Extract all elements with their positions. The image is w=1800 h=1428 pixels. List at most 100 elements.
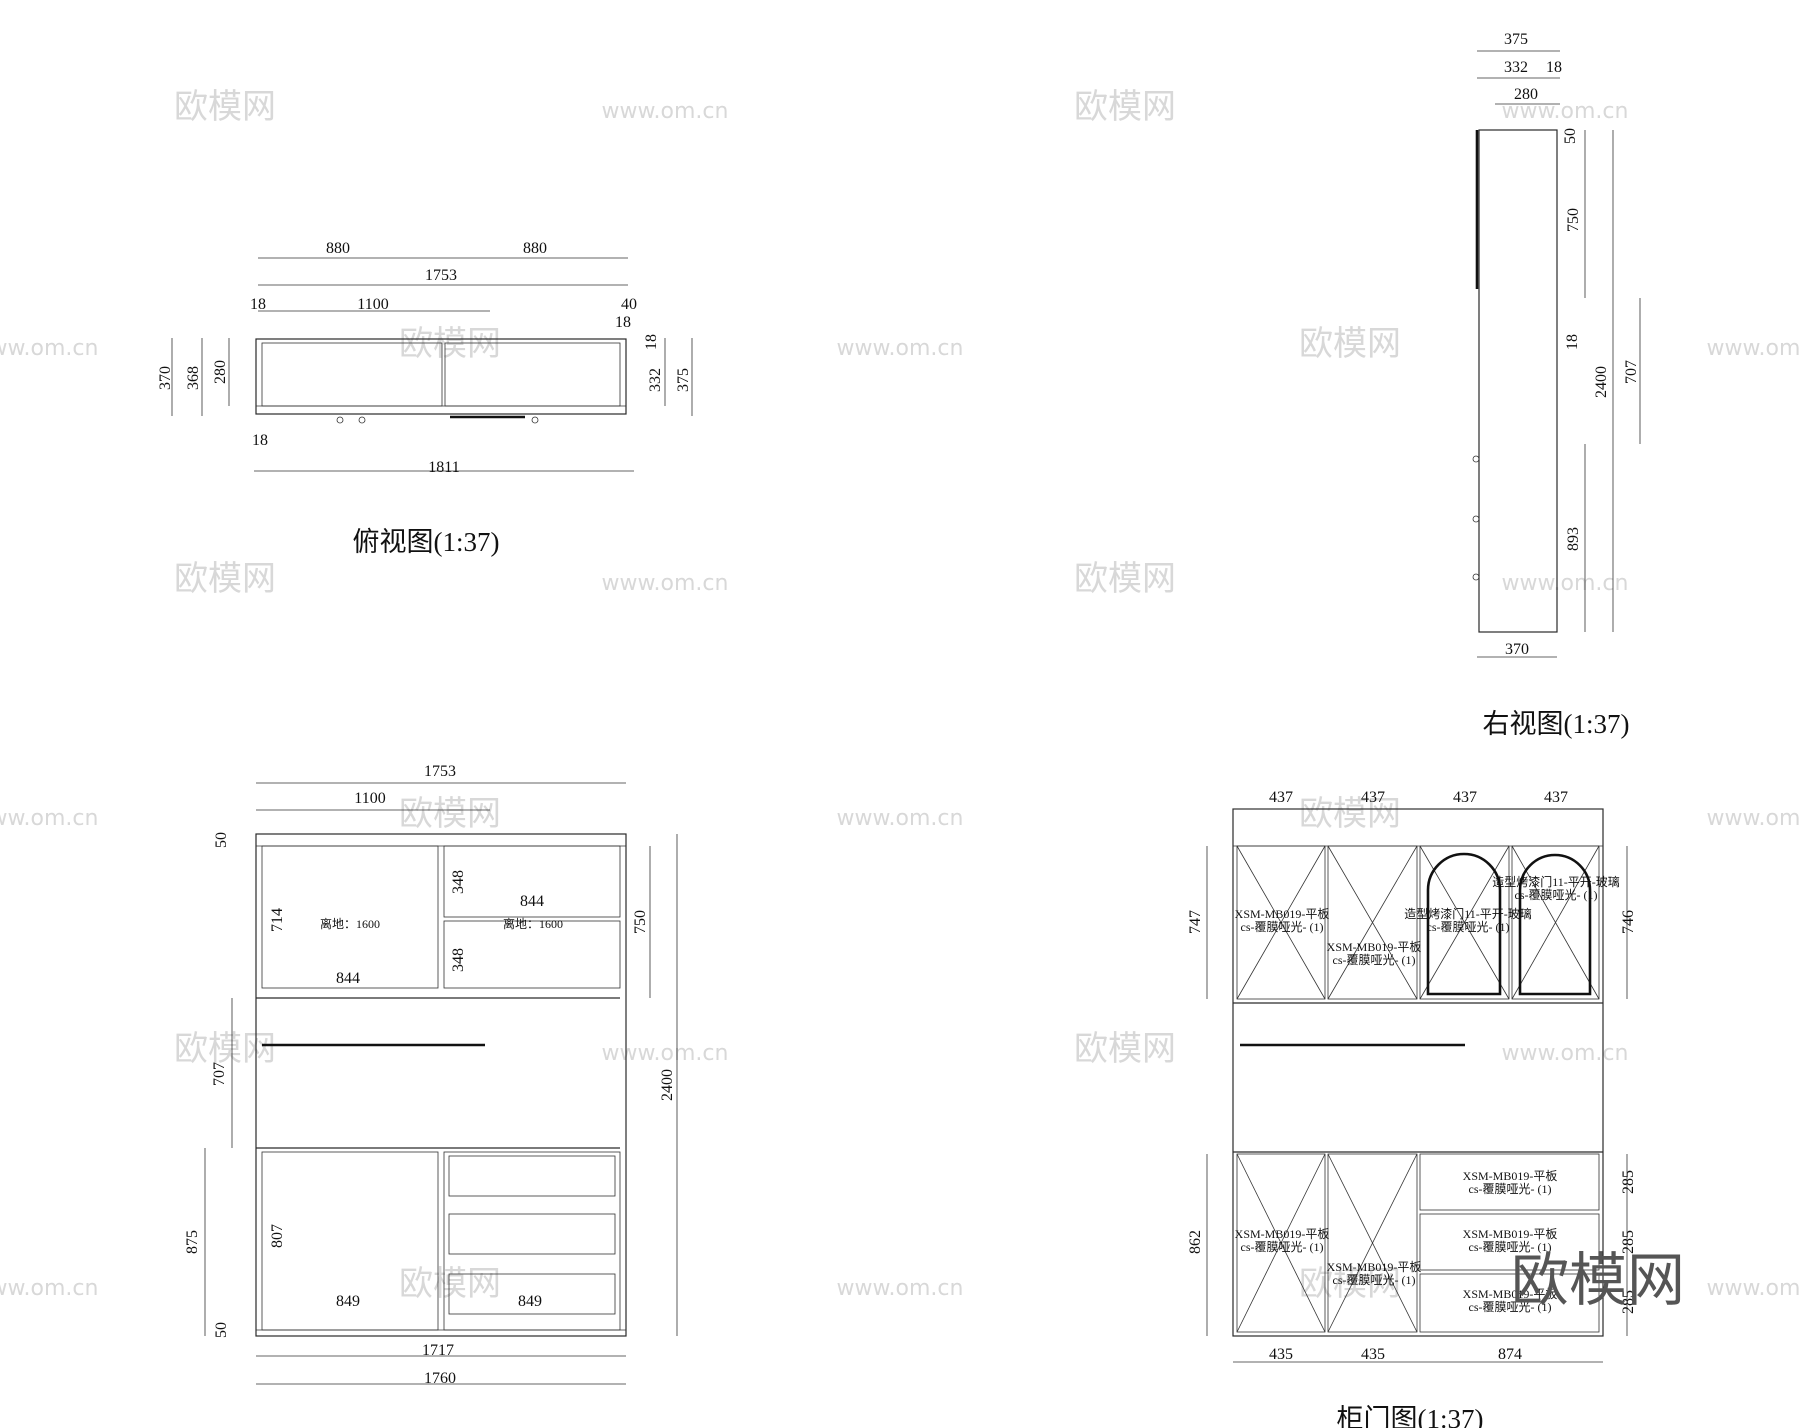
dim-text: 18 — [250, 296, 266, 313]
dim-text: 370 — [157, 366, 174, 390]
dim-text: 375 — [1504, 31, 1528, 48]
watermark-text: www.om.cn — [1502, 99, 1629, 124]
watermark-text: 欧模网 — [1074, 559, 1176, 599]
svg-text:XSM-MB019-平板: XSM-MB019-平板 — [1235, 1227, 1330, 1241]
watermark-text: www.om.cn — [602, 571, 729, 596]
dim-text: 707 — [211, 1062, 228, 1086]
right-view-title: 右视图(1:37) — [1483, 709, 1630, 739]
dim-text: 849 — [518, 1293, 542, 1310]
dim-text: 18 — [1564, 334, 1581, 350]
watermark-text: 欧模网 — [174, 559, 276, 599]
dim-text: 280 — [1514, 86, 1538, 103]
svg-text:造型烤漆门11-平开-玻璃: 造型烤漆门11-平开-玻璃 — [1492, 874, 1620, 889]
dim-text: 880 — [326, 240, 350, 257]
watermark-text: 欧模网 — [174, 1029, 276, 1069]
dim-text: 18 — [615, 314, 631, 331]
watermark-text: www.om.cn — [0, 1276, 98, 1301]
dim-text: 1753 — [424, 763, 456, 780]
watermark-text: 欧模网 — [1299, 794, 1401, 834]
dim-text: 844 — [336, 970, 360, 987]
dim-text: 375 — [675, 368, 692, 392]
front-view: 1753 1100 50 714 348 844 348 750 844 707… — [184, 763, 678, 1387]
dim-text: 1811 — [428, 459, 459, 476]
watermark-text: 欧模网 — [399, 1264, 501, 1304]
dim-text: 1100 — [354, 790, 385, 807]
dim-text: 348 — [450, 870, 467, 894]
height-label: 离地：1600 — [320, 916, 380, 931]
dim-text: 437 — [1361, 789, 1385, 806]
watermark-text: 欧模网 — [399, 324, 501, 364]
dim-text: 750 — [632, 910, 649, 934]
brand-logo: 欧模网 — [1511, 1246, 1685, 1314]
dim-text: 285 — [1620, 1290, 1637, 1314]
dim-text: 285 — [1620, 1170, 1637, 1194]
watermark-text: 欧模网 — [1299, 1264, 1401, 1304]
dim-text: 332 — [1504, 59, 1528, 76]
dim-text: 437 — [1453, 789, 1477, 806]
dim-text: 435 — [1269, 1346, 1293, 1363]
dim-text: 437 — [1269, 789, 1293, 806]
dim-text: 368 — [185, 366, 202, 390]
dim-text: 435 — [1361, 1346, 1385, 1363]
dim-text: 348 — [450, 948, 467, 972]
svg-text:cs-覆膜哑光- (1): cs-覆膜哑光- (1) — [1515, 888, 1598, 902]
watermark-text: www.om.cn — [602, 1041, 729, 1066]
svg-text:cs-覆膜哑光- (1): cs-覆膜哑光- (1) — [1333, 953, 1416, 967]
top-view-title: 俯视图(1:37) — [353, 527, 500, 557]
watermark-layer: 欧模网 www.om.cn 欧模网 www.om.cn www.om.cn 欧模网 www.… — [0, 87, 1800, 1304]
svg-text:XSM-MB019-平板: XSM-MB019-平板 — [1463, 1287, 1558, 1301]
svg-text:XSM-MB019-平板: XSM-MB019-平板 — [1463, 1227, 1558, 1241]
dim-text: 2400 — [1593, 366, 1610, 398]
dim-text: 50 — [213, 832, 230, 848]
dim-text: 437 — [1544, 789, 1568, 806]
dim-text: 1717 — [422, 1342, 454, 1359]
svg-text:cs-覆膜哑光- (1): cs-覆膜哑光- (1) — [1469, 1182, 1552, 1196]
watermark-text: www.om.cn — [837, 336, 964, 361]
watermark-text: 欧模网 — [1074, 1029, 1176, 1069]
watermark-text: www.om.cn — [1707, 336, 1800, 361]
top-view: 880 880 1753 18 1100 40 18 370 368 280 1… — [157, 240, 693, 557]
watermark-text: 欧模网 — [174, 87, 276, 127]
svg-text:XSM-MB019-平板: XSM-MB019-平板 — [1327, 940, 1422, 954]
dim-text: 280 — [212, 360, 229, 384]
dim-text: 18 — [643, 334, 660, 350]
dim-text: 844 — [520, 893, 544, 910]
dim-text: 18 — [252, 432, 268, 449]
svg-text:造型烤漆门11-平开-玻璃: 造型烤漆门11-平开-玻璃 — [1404, 906, 1532, 921]
svg-text:cs-覆膜哑光- (1): cs-覆膜哑光- (1) — [1333, 1273, 1416, 1287]
dim-text: 746 — [1620, 910, 1637, 934]
watermark-text: 欧模网 — [1299, 324, 1401, 364]
watermark-text: www.om.cn — [1502, 571, 1629, 596]
svg-text:cs-覆膜哑光- (1): cs-覆膜哑光- (1) — [1241, 1240, 1324, 1254]
watermark-text: www.om.cn — [837, 1276, 964, 1301]
dim-text: 1100 — [357, 296, 388, 313]
dim-text: 50 — [1562, 128, 1579, 144]
right-view: 375 332 18 280 50 750 18 707 2400 893 37… — [1472, 31, 1641, 739]
dim-text: 750 — [1565, 208, 1582, 232]
dim-text: 332 — [647, 368, 664, 392]
dim-text: 862 — [1187, 1230, 1204, 1254]
dim-text: 875 — [184, 1230, 201, 1254]
dim-text: 40 — [621, 296, 637, 313]
svg-text:XSM-MB019-平板: XSM-MB019-平板 — [1463, 1169, 1558, 1183]
dim-text: 50 — [213, 1322, 230, 1338]
svg-text:XSM-MB019-平板: XSM-MB019-平板 — [1235, 907, 1330, 921]
dim-text: 893 — [1565, 527, 1582, 551]
watermark-text: 欧模网 — [399, 794, 501, 834]
watermark-text: www.om.cn — [0, 336, 98, 361]
dim-text: 18 — [1546, 59, 1562, 76]
watermark-text: www.om.cn — [1707, 1276, 1800, 1301]
door-view: 437 437 437 437 747 746 862 285 285 285 … — [1187, 789, 1637, 1428]
dim-text: 1760 — [424, 1370, 456, 1387]
watermark-text: www.om.cn — [602, 99, 729, 124]
svg-text:cs-覆膜哑光- (1): cs-覆膜哑光- (1) — [1469, 1300, 1552, 1314]
